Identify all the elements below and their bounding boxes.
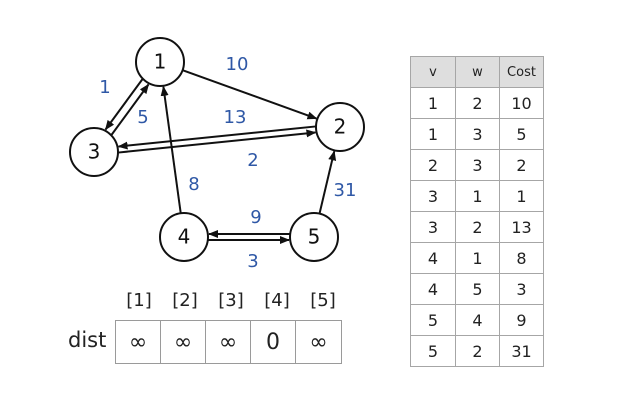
edge-weight-label: 3 xyxy=(247,251,258,272)
table-cell: 3 xyxy=(455,118,500,150)
table-cell: 5 xyxy=(499,118,544,150)
graph-node-3: 3 xyxy=(69,127,119,177)
graph-diagram: 1 2 3 4 5 10 5 2 1 13 8 3 9 31 xyxy=(69,37,365,272)
table-cell: 1 xyxy=(455,242,500,274)
edge-weight-label: 13 xyxy=(224,107,247,128)
node-circle xyxy=(315,102,365,152)
table-cell: 10 xyxy=(499,87,544,119)
dist-cell: ∞ xyxy=(116,321,161,363)
table-cell: 2 xyxy=(455,87,500,119)
node-circle xyxy=(159,212,209,262)
table-cell: 2 xyxy=(455,211,500,243)
table-cell: 5 xyxy=(455,273,500,305)
node-label: 4 xyxy=(178,225,191,249)
edge-weight-label: 9 xyxy=(250,207,261,228)
edge-2-to-3 xyxy=(117,125,316,150)
table-cell: 8 xyxy=(499,242,544,274)
column-header-w: w xyxy=(455,56,500,88)
table-cell: 3 xyxy=(499,273,544,305)
edge-3-to-2 xyxy=(118,129,317,154)
table-cell: 2 xyxy=(410,149,456,181)
edge-weight-label: 5 xyxy=(137,107,148,128)
dist-index: [2] xyxy=(172,290,198,311)
dist-cell: ∞ xyxy=(161,321,206,363)
dist-cell: ∞ xyxy=(206,321,251,363)
table-cell: 13 xyxy=(499,211,544,243)
edge-weight-label: 2 xyxy=(247,150,258,171)
table-cell: 2 xyxy=(499,149,544,181)
column-header-v: v xyxy=(410,56,456,88)
node-label: 3 xyxy=(88,140,101,164)
table-cell: 4 xyxy=(410,242,456,274)
edge-weight-label: 31 xyxy=(334,180,357,201)
node-circle xyxy=(69,127,119,177)
node-circle xyxy=(135,37,185,87)
table-cell: 3 xyxy=(410,180,456,212)
edge-weight-label: 8 xyxy=(188,174,199,195)
table-cell: 1 xyxy=(410,118,456,150)
table-header-row: v w Cost xyxy=(410,56,544,88)
table-cell: 1 xyxy=(410,87,456,119)
column-header-cost: Cost xyxy=(499,56,544,88)
dist-index: [3] xyxy=(218,290,244,311)
node-circle xyxy=(289,212,339,262)
node-label: 2 xyxy=(334,115,347,139)
graph-node-1: 1 xyxy=(135,37,185,87)
edge-3-to-1 xyxy=(110,83,150,136)
table-cell: 4 xyxy=(455,304,500,336)
table-cell: 9 xyxy=(499,304,544,336)
dist-cell: ∞ xyxy=(309,329,328,355)
graph-node-5: 5 xyxy=(289,212,339,262)
table-cell: 31 xyxy=(499,335,544,367)
table-cell: 3 xyxy=(455,149,500,181)
dist-label: dist xyxy=(68,328,107,352)
table-cell: 1 xyxy=(455,180,500,212)
edge-4-to-1 xyxy=(160,85,182,214)
table-cell: 1 xyxy=(499,180,544,212)
table-cell: 4 xyxy=(410,273,456,305)
edge-5-to-2 xyxy=(318,150,337,214)
dist-index-row: [1] [2] [3] [4] [5] xyxy=(116,290,346,311)
node-label: 5 xyxy=(308,225,321,249)
dist-cell: 0 xyxy=(251,321,296,363)
table-cell: 5 xyxy=(410,304,456,336)
edge-1-to-3 xyxy=(104,78,144,131)
table-cell: 5 xyxy=(410,335,456,367)
table-cell: 2 xyxy=(455,335,500,367)
edge-1-to-2 xyxy=(182,69,318,120)
dist-index: [5] xyxy=(310,290,336,311)
graph-node-4: 4 xyxy=(159,212,209,262)
dist-cells: ∞ ∞ ∞ 0 ∞ xyxy=(115,320,342,364)
dist-index: [1] xyxy=(126,290,152,311)
node-label: 1 xyxy=(154,50,167,74)
dist-index: [4] xyxy=(264,290,290,311)
graph-node-2: 2 xyxy=(315,102,365,152)
edge-weight-label: 1 xyxy=(99,77,110,98)
table-cell: 3 xyxy=(410,211,456,243)
edge-weight-label: 10 xyxy=(226,54,249,75)
